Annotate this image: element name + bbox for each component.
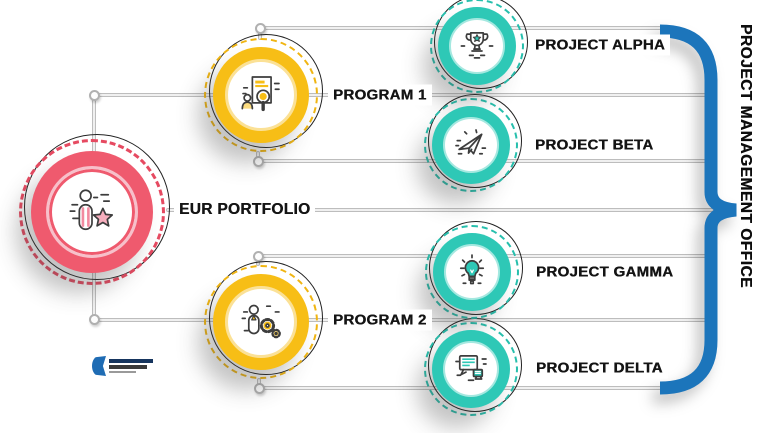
trophy-icon [457,26,497,66]
connector-node [89,314,100,325]
person-star-icon [63,183,121,241]
project-delta-label: PROJECT DELTA [531,357,668,379]
project-beta-dashed-ring [424,98,518,192]
person-gears-icon [238,299,284,345]
portfolio-label: EUR PORTFOLIO [174,199,316,221]
project-gamma-circle-inner [444,244,500,300]
portfolio-circle-inner [46,166,138,258]
project-delta-circle [432,330,510,408]
portfolio-circle [31,151,153,273]
program2-circle [213,274,309,370]
portfolio-dashed-ring [19,139,165,285]
project-alpha-dashed-ring [430,0,524,93]
project-delta-circle-inner [443,341,499,397]
connector-node [253,156,264,167]
paper-plane-icon [451,125,491,165]
watermark-logo [92,356,153,376]
connector-node [255,23,266,34]
program2-dashed-ring [204,265,318,379]
project-alpha-label: PROJECT ALPHA [530,34,671,56]
chat-screens-icon [451,349,491,389]
project-alpha-circle [438,7,516,85]
lightbulb-icon [452,252,492,292]
program1-label: PROGRAM 1 [328,84,432,106]
program1-circle-inner [225,59,297,131]
program1-dashed-ring [204,38,318,152]
project-gamma-label: PROJECT GAMMA [531,261,679,283]
project-delta-dashed-ring [424,322,518,416]
document-search-icon [238,72,284,118]
watermark-emblem-icon [92,356,106,376]
pmo-title: PROJECT MANAGEMENT OFFICE [737,24,754,288]
project-beta-circle-inner [443,117,499,173]
project-beta-circle [432,106,510,184]
program1-circle [213,47,309,143]
program2-circle-inner [225,286,297,358]
project-alpha-circle-inner [449,18,505,74]
curly-brace [659,24,737,395]
program2-label: PROGRAM 2 [328,309,432,331]
project-gamma-circle [433,233,511,311]
project-gamma-dashed-ring [425,225,519,319]
connector-node [89,90,100,101]
connector-node [254,383,265,394]
watermark-text-lines [109,359,153,373]
project-beta-label: PROJECT BETA [530,134,659,156]
